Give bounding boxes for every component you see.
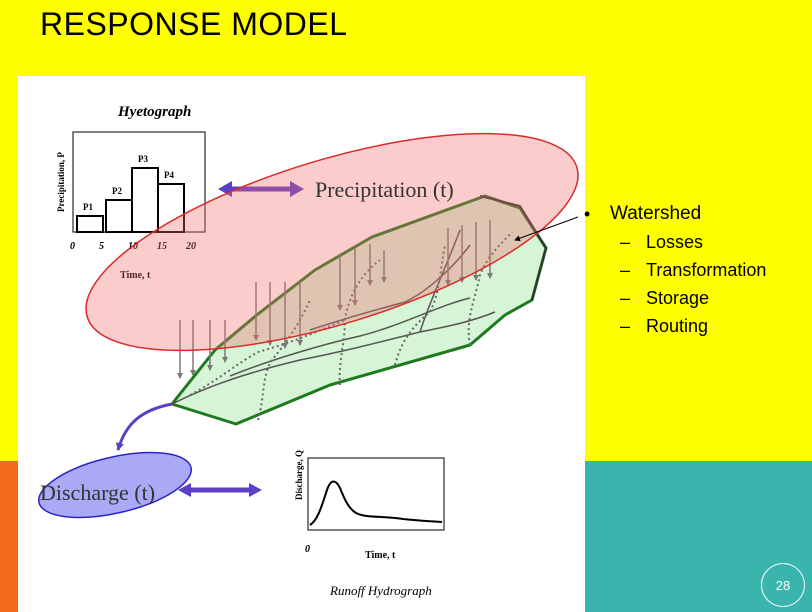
stream-network — [171, 229, 496, 405]
hyetograph-bar-label: P3 — [138, 154, 148, 164]
slide-title: RESPONSE MODEL — [40, 6, 348, 42]
hyetograph-bar — [131, 167, 159, 233]
sub-bullet-label: Losses — [646, 232, 704, 252]
outflow-arrow — [116, 402, 173, 451]
hyetograph-y-axis-label: Precipitation, P — [56, 152, 66, 212]
hydrograph-frame — [307, 457, 445, 531]
hyetograph-title: Hyetograph — [117, 104, 191, 120]
hydrograph-title: Runoff Hydrograph — [329, 583, 432, 598]
hyetograph-x-tick: 0 — [70, 241, 75, 252]
sub-bullet-routing: – Routing — [620, 316, 809, 337]
dash-icon: – — [620, 288, 631, 308]
page-number: 28 — [775, 577, 791, 593]
discharge-ellipse — [37, 451, 193, 519]
hyetograph-x-tick: 15 — [157, 241, 167, 252]
hyetograph-x-tick: 20 — [185, 241, 196, 252]
hyetograph-bar — [76, 215, 104, 233]
hyetograph-x-axis-label: Time, t — [120, 270, 151, 281]
hyetograph-bar-label: P2 — [112, 186, 122, 196]
dash-icon: – — [620, 316, 631, 336]
sub-bullet-storage: – Storage — [620, 288, 809, 309]
bullet-watershed: • Watershed — [584, 203, 809, 225]
hydrograph-curve — [309, 480, 443, 526]
watershed-dark-edge — [479, 195, 548, 301]
page-number-badge: 28 — [761, 563, 805, 607]
bullet-list: • Watershed – Losses – Transformation – … — [584, 203, 809, 337]
runoff-hydrograph: Discharge, Q 0 Time, t Runoff Hydrograph — [294, 450, 445, 598]
bullet-dot-icon: • — [584, 203, 591, 224]
subbasin-boundaries — [189, 231, 513, 421]
bullet-watershed-label: Watershed — [610, 203, 702, 224]
sub-bullet-label: Storage — [646, 288, 710, 308]
hyetograph-bar — [105, 199, 133, 233]
sub-bullet-transformation: – Transformation — [620, 260, 809, 281]
sub-bullet-label: Routing — [646, 316, 709, 336]
sub-bullet-losses: – Losses — [620, 232, 809, 253]
watershed-pointer — [514, 216, 579, 242]
sub-bullet-label: Transformation — [646, 260, 767, 280]
dash-icon: – — [620, 260, 631, 280]
hyetograph-bar-label: P4 — [164, 170, 174, 180]
hydrograph-x-tick: 0 — [305, 544, 310, 555]
discharge-label: Discharge (t) — [40, 480, 155, 505]
rain-arrows — [177, 220, 493, 379]
precipitation-label: Precipitation (t) — [315, 177, 454, 202]
dash-icon: – — [620, 232, 631, 252]
hyetograph-bar-label: P1 — [83, 202, 93, 212]
hyetograph-bar — [157, 183, 185, 233]
hyetograph-x-tick: 5 — [99, 241, 104, 252]
discharge-double-arrow — [178, 483, 262, 497]
hydrograph-x-axis-label: Time, t — [365, 550, 396, 561]
precipitation-ellipse — [85, 132, 579, 352]
hydrograph-y-axis-label: Discharge, Q — [294, 450, 304, 500]
